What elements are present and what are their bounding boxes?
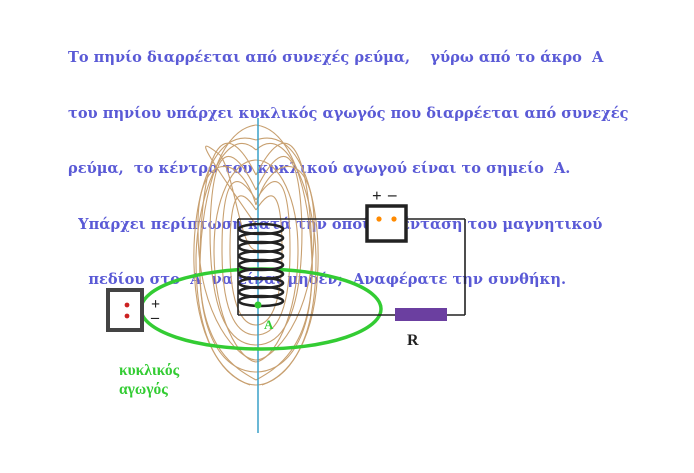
source-terminal-dot	[391, 216, 397, 222]
resistor-label: R	[407, 332, 419, 349]
field-line	[255, 124, 313, 381]
left-source-plus: +	[151, 296, 160, 313]
question-line: ρεύμα, το κέντρο του κυκλικού αγωγού είν…	[68, 160, 571, 177]
left-source-minus: –	[150, 309, 160, 326]
top-dc-source	[365, 204, 408, 243]
top-source-minus: –	[387, 185, 397, 204]
circuit-wires	[237, 218, 466, 316]
point-a-marker	[254, 301, 262, 309]
source-terminal-dot	[124, 313, 130, 319]
field-line	[255, 181, 291, 336]
left-dc-source	[106, 288, 144, 332]
field-line	[193, 137, 257, 386]
field-line	[229, 195, 257, 326]
field-line	[209, 156, 257, 346]
question-text: Το πηνίο διαρρέεται από συνεχές ρεύμα, γ…	[68, 12, 688, 327]
field-line	[213, 159, 257, 363]
field-line	[255, 137, 319, 386]
circular-conductor	[139, 267, 383, 351]
loop-label-line2: αγωγός	[119, 381, 168, 398]
loop-label-line1: κυκλικός	[119, 362, 180, 379]
field-line	[255, 142, 313, 373]
resistor	[395, 308, 447, 321]
source-terminal-dot	[124, 302, 130, 308]
field-line	[199, 124, 257, 381]
question-line: Το πηνίο διαρρέεται από συνεχές ρεύμα, γ…	[68, 49, 604, 66]
source-terminal-dot	[376, 216, 382, 222]
solenoid-coil	[237, 222, 285, 308]
field-line	[255, 156, 303, 346]
point-a-label: A	[264, 317, 274, 332]
field-line	[199, 142, 257, 373]
top-source-plus: +	[372, 186, 382, 205]
question-line: του πηνίου υπάρχει κυκλικός αγωγός που δ…	[68, 104, 629, 122]
field-line	[221, 181, 257, 336]
